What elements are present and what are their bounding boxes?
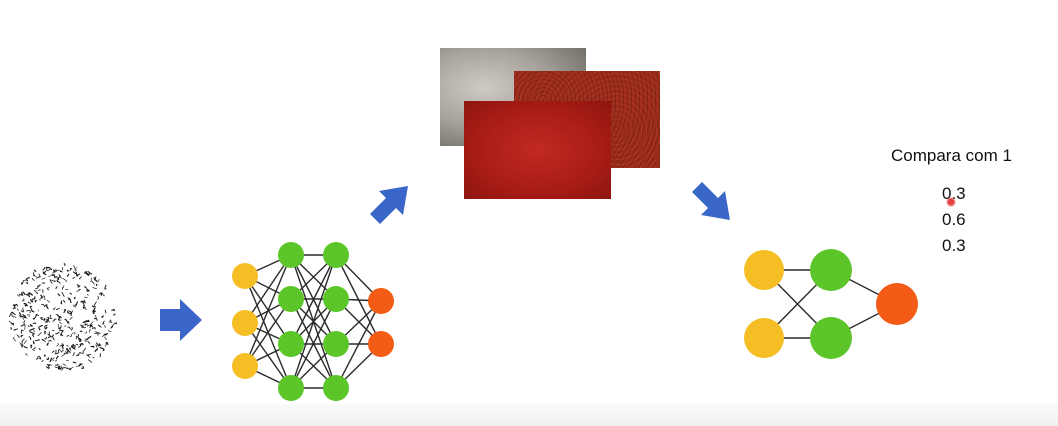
neural-network-large — [226, 236, 406, 411]
hidden-node — [278, 242, 304, 268]
noise-texture-circle — [8, 262, 118, 372]
input-node — [232, 263, 258, 289]
hidden-node — [278, 331, 304, 357]
output-node — [368, 331, 394, 357]
compare-label: Compara com 1 — [891, 146, 1012, 165]
hidden-node — [323, 286, 349, 312]
input-node — [232, 310, 258, 336]
hidden-node — [323, 331, 349, 357]
network-connection — [335, 300, 382, 389]
hidden-node — [810, 249, 852, 291]
red-fabric-texture — [464, 101, 611, 199]
cursor-dot-icon — [946, 197, 956, 207]
score-value: 0.6 — [942, 210, 966, 229]
network-connection — [244, 254, 292, 367]
arrow-up-right-icon — [366, 180, 414, 228]
output-node — [876, 283, 918, 325]
hidden-node — [278, 286, 304, 312]
input-node — [744, 250, 784, 290]
hidden-node — [278, 375, 304, 401]
output-node — [368, 288, 394, 314]
neural-network-small — [740, 244, 925, 364]
hidden-node — [323, 375, 349, 401]
hidden-node — [810, 317, 852, 359]
network-connection — [290, 254, 337, 345]
network-connection — [244, 254, 292, 324]
network-connection — [290, 298, 337, 389]
network-connection — [290, 254, 337, 389]
input-node — [744, 318, 784, 358]
arrow-down-right-icon — [688, 178, 736, 226]
bottom-band — [0, 404, 1058, 426]
hidden-node — [323, 242, 349, 268]
network-connection — [244, 298, 292, 367]
input-node — [232, 353, 258, 379]
arrow-right-icon — [158, 297, 204, 343]
score-value: 0.3 — [942, 236, 966, 255]
